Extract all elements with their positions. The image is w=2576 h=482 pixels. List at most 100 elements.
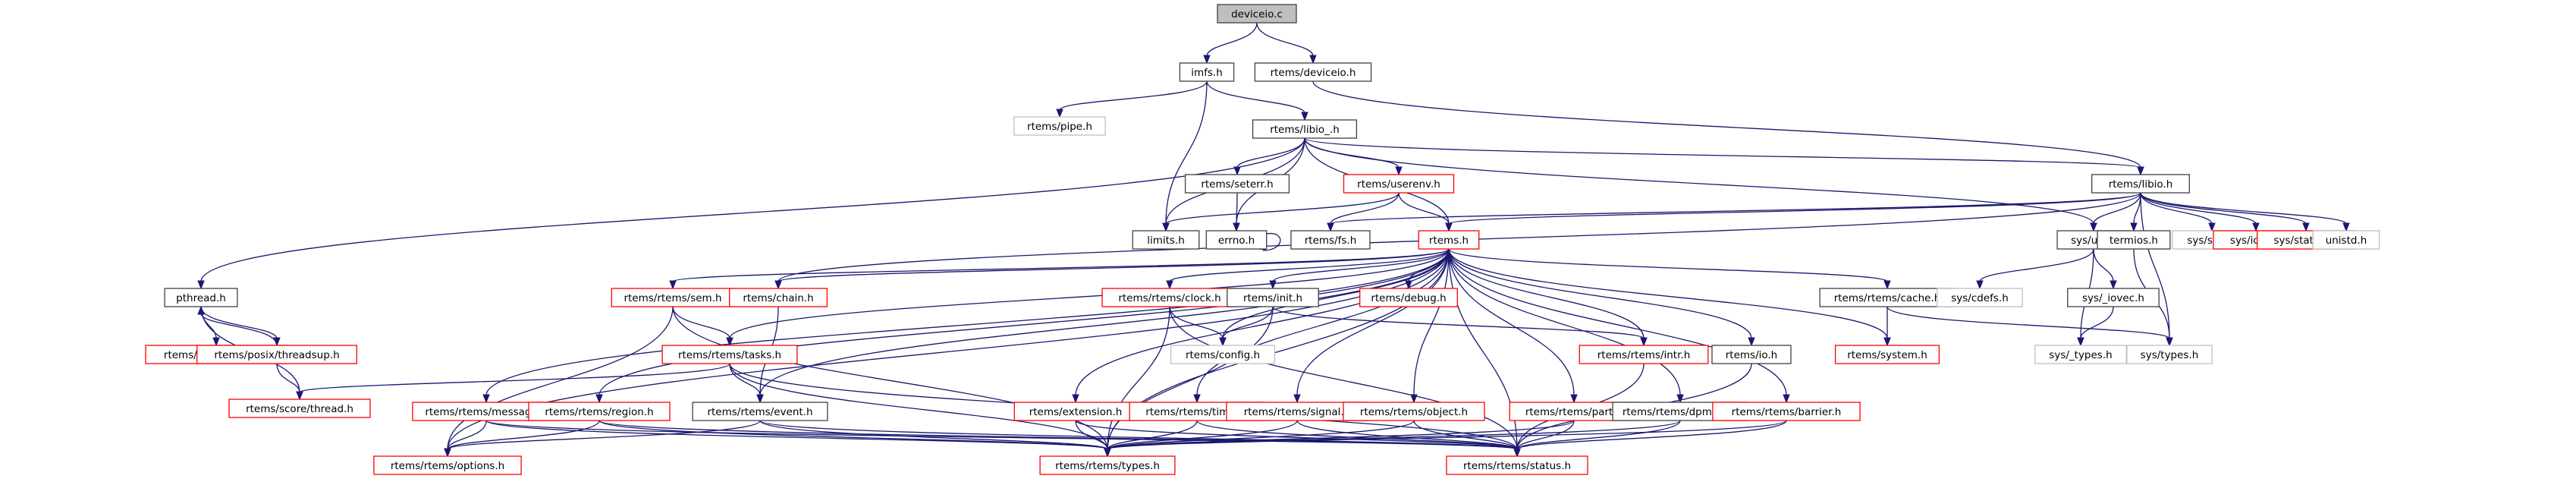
node-rtems-pipe-h[interactable]: rtems/pipe.h [1013,116,1106,136]
edge-rtems_h-to-rtems_rtems_region_h [595,248,1450,404]
arrowhead-icon [1395,166,1403,176]
edge-imfs_h-to-rtems_libio__h [1206,80,1308,121]
node-label: imfs.h [1191,67,1223,79]
edge-line [1516,420,1575,450]
node-sys--types-h[interactable]: sys/_types.h [2034,345,2127,364]
node-box [611,288,735,307]
edge-rtems_rtems_cache_h-to-sys_types_h [1886,306,2173,347]
node-rtems-extension-h[interactable]: rtems/extension.h [1013,402,1138,421]
node-label: rtems/posix/threadsup.h [214,349,339,361]
edge-rtems_libio_h-to-sys_uio_h [2090,192,2141,232]
node-label: rtems/pipe.h [1027,121,1092,133]
node-label: rtems/rtems/region.h [545,406,653,418]
node-box [1579,345,1709,364]
node-label: rtems/rtems/event.h [707,406,812,418]
edge-line [1222,306,1274,339]
nodes-layer: deviceio.c imfs.h rtems/deviceio.h rtems/pi… [145,4,2380,475]
node-pthread-h[interactable]: pthread.h [164,288,238,307]
edge-deviceio_c-to-rtems_deviceio_h [1256,22,1317,65]
edge-line [1107,420,1681,450]
edge-line [759,248,1450,396]
edge-line [1165,80,1208,225]
node-deviceio-c[interactable]: deviceio.c [1217,4,1297,24]
node-rtems-libio--h[interactable]: rtems/libio_.h [1252,119,1358,139]
edge-rtems_libio__h-to-rtems_libio_h [1304,137,2144,176]
node-label: sys/types.h [2141,349,2199,361]
node-rtems-init-h[interactable]: rtems/init.h [1227,288,1319,307]
node-unistd-h[interactable]: unistd.h [2312,230,2380,250]
edge-line [729,363,761,396]
edge-rtems_h-to-rtems_chain_h [774,248,1450,290]
edge-line [1169,306,1518,450]
node-box [2126,345,2213,364]
edge-line [1304,137,2141,169]
node-rtems-system-h[interactable]: rtems/system.h [1834,345,1940,364]
node-label: sys/_types.h [2049,349,2112,361]
node-rtems-deviceio-h[interactable]: rtems/deviceio.h [1254,62,1372,82]
node-rtems-rtems-region-h[interactable]: rtems/rtems/region.h [528,402,671,421]
node-rtems-rtems-types-h[interactable]: rtems/rtems/types.h [1039,455,1176,475]
node-rtems-libio-h[interactable]: rtems/libio.h [2091,174,2190,194]
arrowhead-icon [1783,394,1790,404]
edge-line [299,363,730,393]
node-rtems-fs-h[interactable]: rtems/fs.h [1290,230,1371,250]
node-rtems-rtems-options-h[interactable]: rtems/rtems/options.h [373,455,522,475]
edge-line [447,420,600,450]
node-box [1819,288,1956,307]
node-rtems-rtems-clock-h[interactable]: rtems/rtems/clock.h [1101,288,1238,307]
arrowhead-icon [669,280,677,290]
edge-rtems_init_h-to-rtems_config_h [1219,306,1274,347]
arrowhead-icon [1233,222,1240,232]
node-label: rtems/rtems/signal.h [1244,406,1351,418]
node-rtems-debug-h[interactable]: rtems/debug.h [1359,288,1458,307]
edge-line [200,137,1305,282]
node-imfs-h[interactable]: imfs.h [1179,62,1235,82]
node-sys-types-h[interactable]: sys/types.h [2126,345,2213,364]
edge-line [1075,420,1518,450]
node-rtems-io-h[interactable]: rtems/io.h [1711,345,1792,364]
node-rtems-rtems-sem-h[interactable]: rtems/rtems/sem.h [611,288,735,307]
node-rtems-userenv-h[interactable]: rtems/userenv.h [1343,174,1455,194]
node-limits-h[interactable]: limits.h [1132,230,1200,250]
node-rtems-rtems-intr-h[interactable]: rtems/rtems/intr.h [1579,345,1709,364]
edge-line [1448,248,1787,396]
edge-line [1075,420,1108,450]
edge-line [1979,248,2094,282]
node-label: rtems/rtems/object.h [1360,406,1468,418]
edge-line [1169,306,1224,339]
node-box [1205,230,1268,250]
node-label: rtems/libio_.h [1270,124,1340,136]
node-rtems-rtems-cache-h[interactable]: rtems/rtems/cache.h [1819,288,1956,307]
node-sys-cdefs-h[interactable]: sys/cdefs.h [1937,288,2023,307]
node-rtems-chain-h[interactable]: rtems/chain.h [729,288,828,307]
node-sys--iovec-h[interactable]: sys/_iovec.h [2067,288,2160,307]
node-box [1217,4,1297,24]
node-box [1013,402,1138,421]
node-termios-h[interactable]: termios.h [2097,230,2171,250]
node-box [2067,288,2160,307]
node-label: rtems/init.h [1243,292,1302,304]
node-errno-h[interactable]: errno.h [1205,230,1268,250]
node-rtems-config-h[interactable]: rtems/config.h [1170,345,1276,364]
edge-line [1206,22,1258,57]
edge-line [1304,137,1400,169]
edge-rtems_libio_h-to-rtems_h [1445,192,2141,232]
node-rtems-posix-threadsup-h[interactable]: rtems/posix/threadsup.h [196,345,357,364]
node-rtems-rtems-tasks-h[interactable]: rtems/rtems/tasks.h [661,345,798,364]
node-rtems-rtems-object-h[interactable]: rtems/rtems/object.h [1343,402,1485,421]
node-label: rtems/rtems/types.h [1055,460,1160,472]
arrowhead-icon [197,305,205,315]
node-rtems-rtems-event-h[interactable]: rtems/rtems/event.h [692,402,828,421]
arrowhead-icon [1748,337,1755,347]
edge-rtems_userenv_h-to-rtems_fs_h [1327,192,1400,232]
node-rtems-score-thread-h[interactable]: rtems/score/thread.h [228,399,371,418]
edge-rtems_h-to-rtems_rtems_part_h [1448,248,1578,404]
arrowhead-icon [1640,337,1648,347]
node-rtems-h[interactable]: rtems.h [1418,230,1480,250]
edge-line [1272,248,1450,282]
node-rtems-seterr-h[interactable]: rtems/seterr.h [1184,174,1290,194]
node-box [528,402,671,421]
node-rtems-rtems-status-h[interactable]: rtems/rtems/status.h [1446,455,1588,475]
node-rtems-rtems-barrier-h[interactable]: rtems/rtems/barrier.h [1712,402,1861,421]
edge-line [1169,248,1450,282]
